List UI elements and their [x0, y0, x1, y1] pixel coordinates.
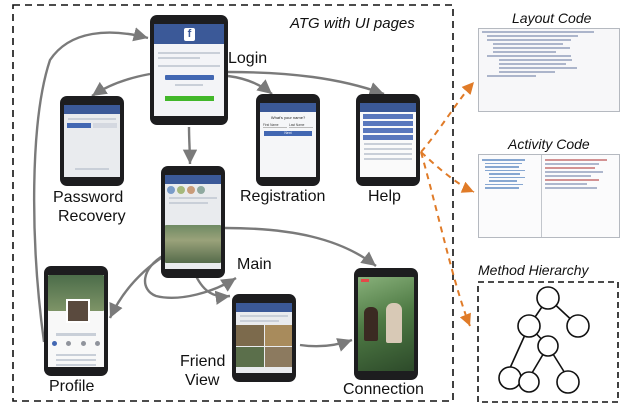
label-method-hierarchy: Method Hierarchy — [478, 262, 589, 278]
main-screen — [161, 166, 225, 278]
label-connection: Connection — [343, 381, 424, 398]
tree-node-left — [517, 314, 541, 338]
tree-node-mid — [537, 335, 559, 357]
help-screen — [356, 94, 420, 186]
atg-container — [12, 4, 454, 402]
layout-code-thumbnail — [478, 28, 620, 112]
registration-header: What's your name? — [270, 115, 306, 120]
registration-screen: What's your name? First Name Last Name N… — [256, 94, 320, 186]
registration-first-name: First Name — [263, 123, 287, 128]
tree-node-right — [566, 314, 590, 338]
edge-main-to-friendview — [194, 275, 231, 305]
label-login: Login — [228, 50, 268, 67]
activity-code-thumbnail — [478, 154, 620, 238]
edge-login-to-main — [182, 126, 198, 165]
atg-title: ATG with UI pages — [290, 15, 415, 32]
label-password-recovery-2: Recovery — [58, 208, 126, 225]
edge-help-to-layout-code — [420, 81, 475, 153]
label-password-recovery-1: Password — [53, 189, 124, 206]
login-screen: f — [150, 15, 228, 125]
label-registration: Registration — [240, 188, 326, 205]
edge-login-to-registration — [227, 74, 273, 95]
edge-main-to-connection — [224, 226, 377, 267]
label-friend-view-1: Friend — [180, 353, 226, 370]
edge-help-to-activity-code — [420, 151, 475, 193]
edge-main-to-main-loop — [143, 252, 237, 299]
edge-login-to-help — [227, 70, 385, 96]
edge-help-to-method-hierarchy — [420, 151, 471, 327]
method-hierarchy-container — [477, 281, 619, 403]
registration-last-name: Last Name — [289, 123, 313, 128]
tree-node-leaf-c — [556, 370, 580, 394]
edge-main-to-profile — [108, 255, 165, 319]
facebook-logo-icon: f — [184, 28, 195, 41]
label-profile: Profile — [49, 378, 95, 395]
avatar — [66, 299, 90, 323]
edge-profile-to-login — [32, 27, 149, 343]
tree-node-leaf-b — [518, 371, 540, 393]
label-main: Main — [237, 256, 272, 273]
registration-next-button: Next — [264, 131, 312, 136]
edge-login-to-password — [91, 72, 151, 97]
edge-friendview-to-connection — [299, 338, 353, 352]
main-feed-photo — [165, 225, 221, 263]
tree-node-root — [536, 286, 560, 310]
label-help: Help — [368, 188, 401, 205]
connection-screen — [354, 268, 418, 380]
label-layout-code: Layout Code — [512, 10, 592, 26]
tree-node-leaf-a — [498, 366, 522, 390]
password-recovery-screen — [60, 96, 124, 186]
profile-screen — [44, 266, 108, 376]
friend-view-screen — [232, 294, 296, 382]
label-friend-view-2: View — [185, 372, 220, 389]
label-activity-code: Activity Code — [508, 136, 590, 152]
